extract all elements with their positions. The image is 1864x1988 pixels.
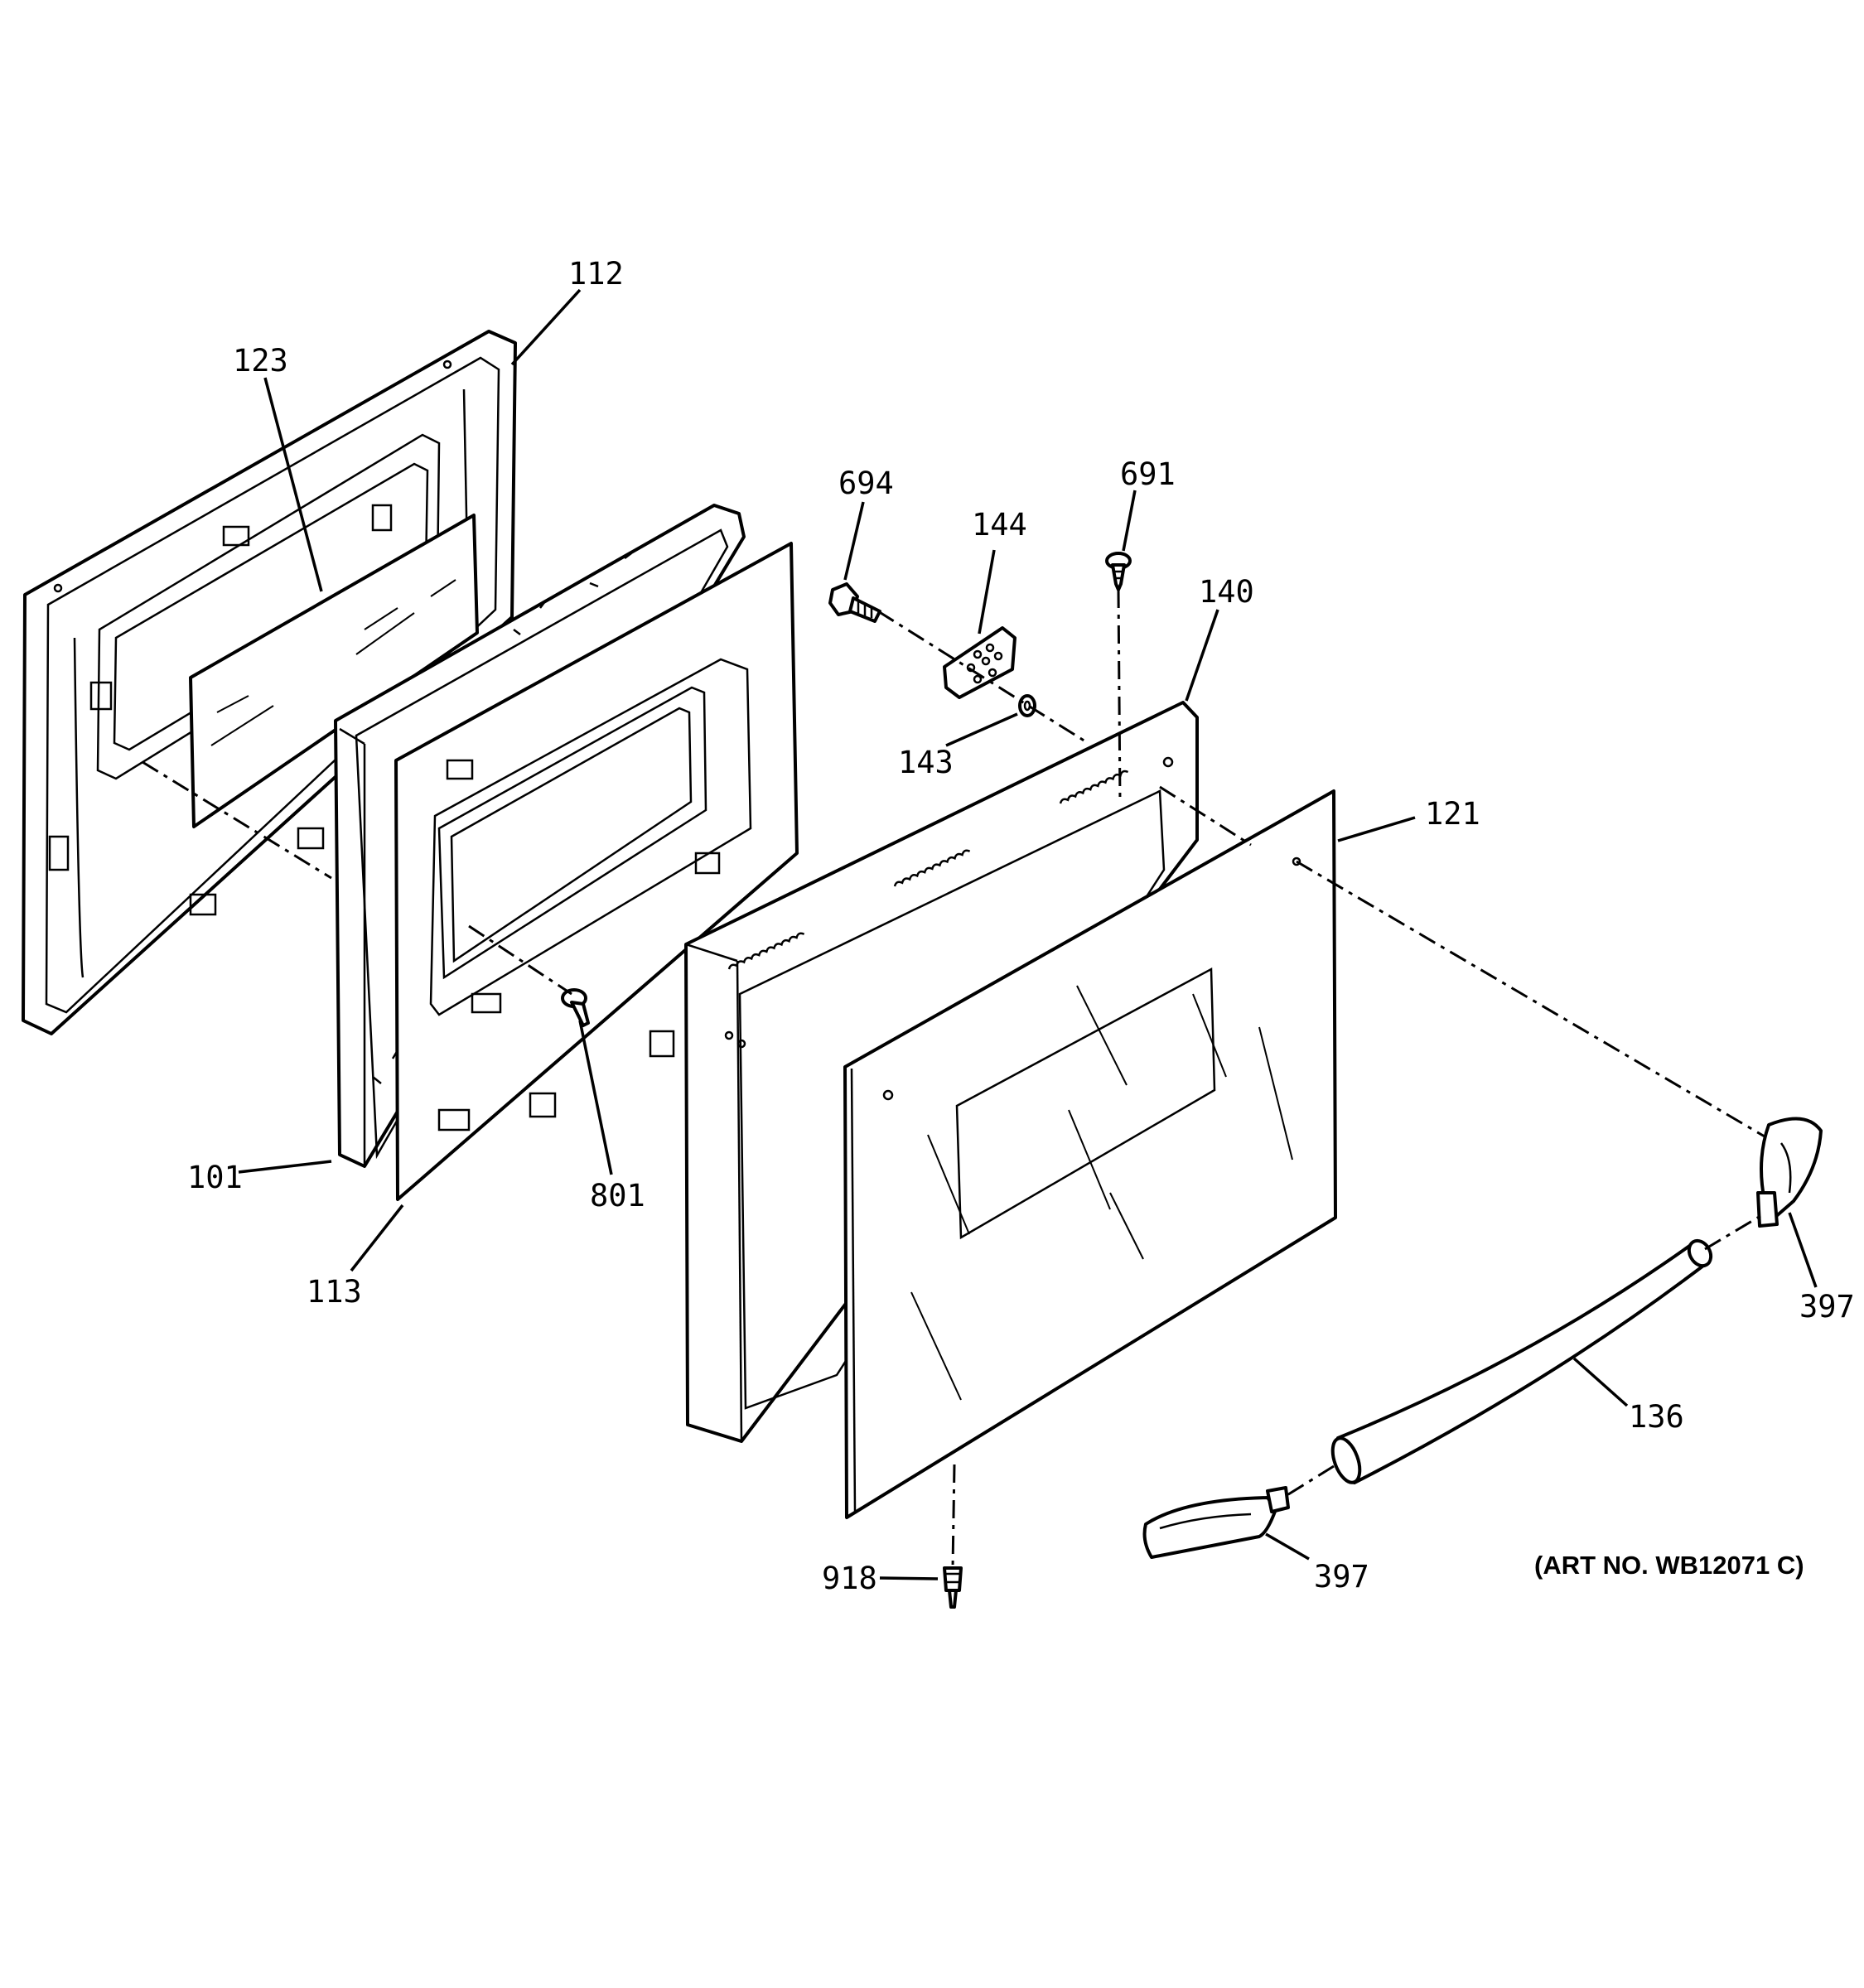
part-number-labels: 112 123 694 144 691 140 143 121 101 801 …	[187, 256, 1855, 1596]
part-694-screw	[828, 582, 881, 623]
label-397-bottom: 397	[1314, 1559, 1369, 1595]
label-801: 801	[590, 1178, 645, 1214]
assembly-lines	[142, 589, 1765, 1569]
part-121-outer-door-glass	[843, 789, 1337, 1519]
label-143: 143	[898, 745, 954, 780]
label-112: 112	[568, 256, 624, 292]
leader-lines	[238, 288, 1818, 1580]
part-918-screw	[943, 1566, 963, 1609]
label-121: 121	[1425, 796, 1480, 832]
part-691-screw	[1105, 552, 1132, 591]
label-136: 136	[1629, 1399, 1684, 1435]
part-144-hinge-bracket	[943, 626, 1017, 699]
label-397-right: 397	[1799, 1289, 1855, 1325]
label-694: 694	[838, 466, 894, 501]
label-101: 101	[187, 1160, 243, 1195]
art-number: (ART NO. WB12071 C)	[1534, 1551, 1804, 1580]
label-691: 691	[1120, 456, 1176, 492]
part-136-door-handle	[1330, 1238, 1713, 1484]
label-113: 113	[307, 1274, 362, 1310]
part-113-door-liner	[394, 542, 799, 1201]
label-140: 140	[1199, 574, 1254, 610]
part-801-screw	[561, 988, 590, 1027]
part-123-window-glass	[189, 514, 479, 828]
label-123: 123	[233, 343, 288, 379]
part-397-bottom-end-cap	[1142, 1486, 1290, 1559]
part-143-washer	[1018, 694, 1036, 717]
label-144: 144	[972, 507, 1027, 543]
label-918: 918	[822, 1561, 877, 1596]
part-397-right-end-cap	[1756, 1117, 1823, 1228]
